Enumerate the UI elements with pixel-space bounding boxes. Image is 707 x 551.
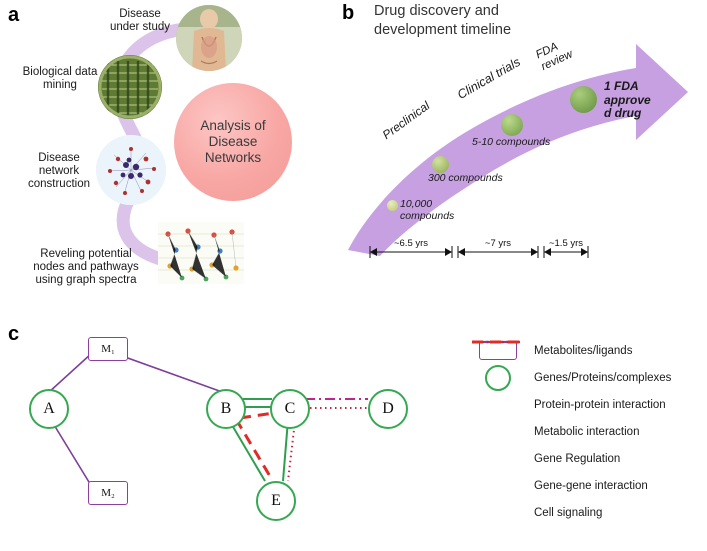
- timeline-arrow: [348, 44, 688, 256]
- node-A[interactable]: A: [29, 389, 69, 429]
- compound-marker-5-10: [501, 114, 523, 136]
- compound-label-5-10: 5-10 compounds: [472, 136, 551, 148]
- panel-c-letter: c: [8, 323, 20, 345]
- disease-network-construction-image: [96, 135, 166, 205]
- stage-label-approved-drug: 1 FDA approve d drug: [604, 79, 651, 120]
- node-E-label: E: [271, 492, 281, 509]
- compound-label-300: 300 compounds: [428, 172, 503, 184]
- label-graph-spectra: Reveling potential nodes and pathways us…: [33, 248, 139, 286]
- legend-item-genes: Genes/Proteins/complexes: [470, 364, 707, 391]
- node-E[interactable]: E: [256, 481, 296, 521]
- legend-item-cell-signaling: Cell signaling: [470, 340, 707, 526]
- node-C-label: C: [284, 400, 296, 417]
- compound-marker-10000: [387, 200, 398, 211]
- legend-item-gene-gene: Gene-gene interaction: [470, 340, 707, 499]
- node-D-label: D: [382, 400, 394, 417]
- panel-a: a: [0, 0, 340, 315]
- node-M2[interactable]: M₂: [88, 481, 128, 505]
- panel-c: c A B C D E M₁: [0, 315, 707, 551]
- node-M1[interactable]: M₁: [88, 337, 128, 361]
- gene-circle-icon: [470, 364, 526, 391]
- legend-label-gene-gene: Gene-gene interaction: [534, 479, 648, 492]
- panel-a-letter: a: [8, 4, 20, 26]
- analysis-circle-label: Analysis of Disease Networks: [200, 118, 266, 165]
- label-disease-under-study: Disease under study: [109, 8, 171, 33]
- legend-label-ppi: Protein-protein interaction: [534, 398, 666, 411]
- panel-b-title: Drug discovery and development timeline: [374, 3, 512, 38]
- compound-marker-approved: [570, 86, 597, 113]
- legend-label-genes: Genes/Proteins/complexes: [534, 371, 672, 384]
- legend-item-metabolites: Metabolites/ligands: [470, 337, 707, 364]
- duration-label-review: ~1.5 yrs: [548, 238, 584, 249]
- legend-item-ppi: Protein-protein interaction: [470, 340, 707, 418]
- disease-under-study-image: [176, 5, 242, 71]
- legend-label-gene-regulation: Gene Regulation: [534, 452, 621, 465]
- legend-label-metabolites: Metabolites/ligands: [534, 344, 633, 357]
- compound-marker-300: [432, 156, 449, 173]
- duration-axis: [369, 246, 589, 258]
- duration-label-preclinical: ~6.5 yrs: [393, 238, 429, 249]
- panel-b-letter: b: [342, 2, 355, 24]
- legend-label-metabolic: Metabolic interaction: [534, 425, 640, 438]
- legend-label-cell-signaling: Cell signaling: [534, 506, 603, 519]
- compound-label-10000: 10,000 compounds: [400, 198, 455, 222]
- node-A-label: A: [43, 400, 55, 417]
- network-edges: [47, 352, 368, 488]
- analysis-of-disease-networks-circle: Analysis of Disease Networks: [174, 83, 292, 201]
- legend: Metabolites/ligands Genes/Proteins/compl…: [470, 337, 707, 526]
- node-D[interactable]: D: [368, 389, 408, 429]
- duration-label-clinical: ~7 yrs: [484, 238, 512, 249]
- legend-item-gene-regulation: Gene Regulation: [470, 340, 707, 472]
- node-M1-label: M₁: [101, 343, 115, 355]
- biological-data-mining-image: [98, 55, 162, 119]
- node-C[interactable]: C: [270, 389, 310, 429]
- node-M2-label: M₂: [101, 487, 115, 499]
- node-B[interactable]: B: [206, 389, 246, 429]
- label-biological-data-mining: Biological data mining: [22, 66, 98, 91]
- label-disease-network-construction: Disease network construction: [27, 152, 90, 190]
- graph-spectra-image: [158, 222, 244, 284]
- panel-b: b Drug discovery and development timelin…: [336, 0, 707, 300]
- legend-item-metabolic: Metabolic interaction: [470, 341, 707, 445]
- node-B-label: B: [220, 400, 232, 417]
